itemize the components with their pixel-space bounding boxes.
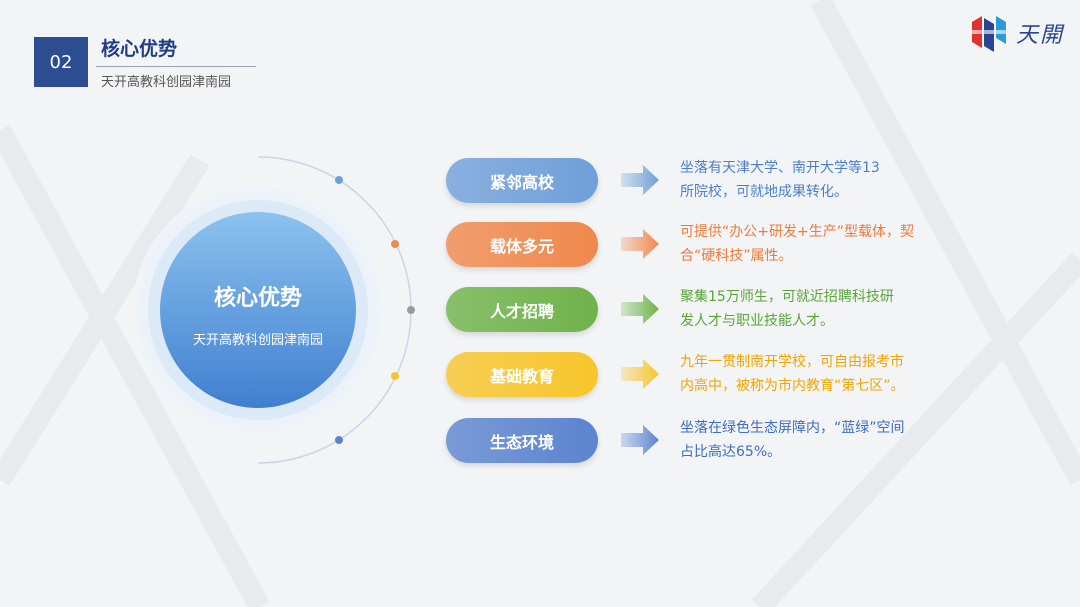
advantage-pill: 人才招聘 [446,287,598,332]
core-circle [160,212,356,408]
description-line: 内高中，被称为市内教育“第七区”。 [680,378,905,394]
arc-dot-2 [391,240,399,248]
logo-icon [972,16,1006,52]
description-line: 发人才与职业技能人才。 [680,313,834,329]
arrow-right-icon [621,229,659,259]
description-line: 坐落有天津大学、南开大学等13 [680,160,880,176]
description-line: 九年一贯制南开学校，可自由报考市 [680,354,904,370]
arrow-right-icon [621,425,659,455]
arc-dot-3 [407,306,415,314]
section-number: 02 [34,37,88,87]
arrow-right-icon [621,294,659,324]
section-divider [96,66,256,67]
advantage-description: 可提供“办公+研发+生产”型载体，契合“硬科技”属性。 [680,220,945,268]
description-line: 聚集15万师生，可就近招聘科技研 [680,289,894,305]
advantage-description: 坐落在绿色生态屏障内，“蓝绿”空间占比高达65%。 [680,416,945,464]
arc-dot-4 [391,372,399,380]
arrow-right-icon [621,359,659,389]
advantage-pill: 基础教育 [446,352,598,397]
arrow-right-icon [621,165,659,195]
center-title: 核心优势 [213,286,302,311]
description-line: 坐落在绿色生态屏障内，“蓝绿”空间 [680,420,905,436]
logo-text: 天開 [1016,23,1065,48]
advantage-pill: 生态环境 [446,418,598,463]
section-title: 核心优势 [101,38,178,60]
description-line: 所院校，可就地成果转化。 [680,184,848,200]
arc-dot-5 [335,436,343,444]
advantage-description: 聚集15万师生，可就近招聘科技研发人才与职业技能人才。 [680,285,945,333]
section-subtitle: 天开高教科创园津南园 [101,75,232,90]
center-subtitle: 天开高教科创园津南园 [192,333,323,348]
advantage-description: 九年一贯制南开学校，可自由报考市内高中，被称为市内教育“第七区”。 [680,350,945,398]
description-line: 可提供“办公+研发+生产”型载体，契 [680,224,914,240]
advantage-description: 坐落有天津大学、南开大学等13 所院校，可就地成果转化。 [680,156,945,204]
advantage-pill: 紧邻高校 [446,158,598,203]
advantage-pill: 载体多元 [446,222,598,267]
description-line: 合“硬科技”属性。 [680,248,793,264]
description-line: 占比高达65%。 [680,444,782,460]
arc-dot-1 [335,176,343,184]
